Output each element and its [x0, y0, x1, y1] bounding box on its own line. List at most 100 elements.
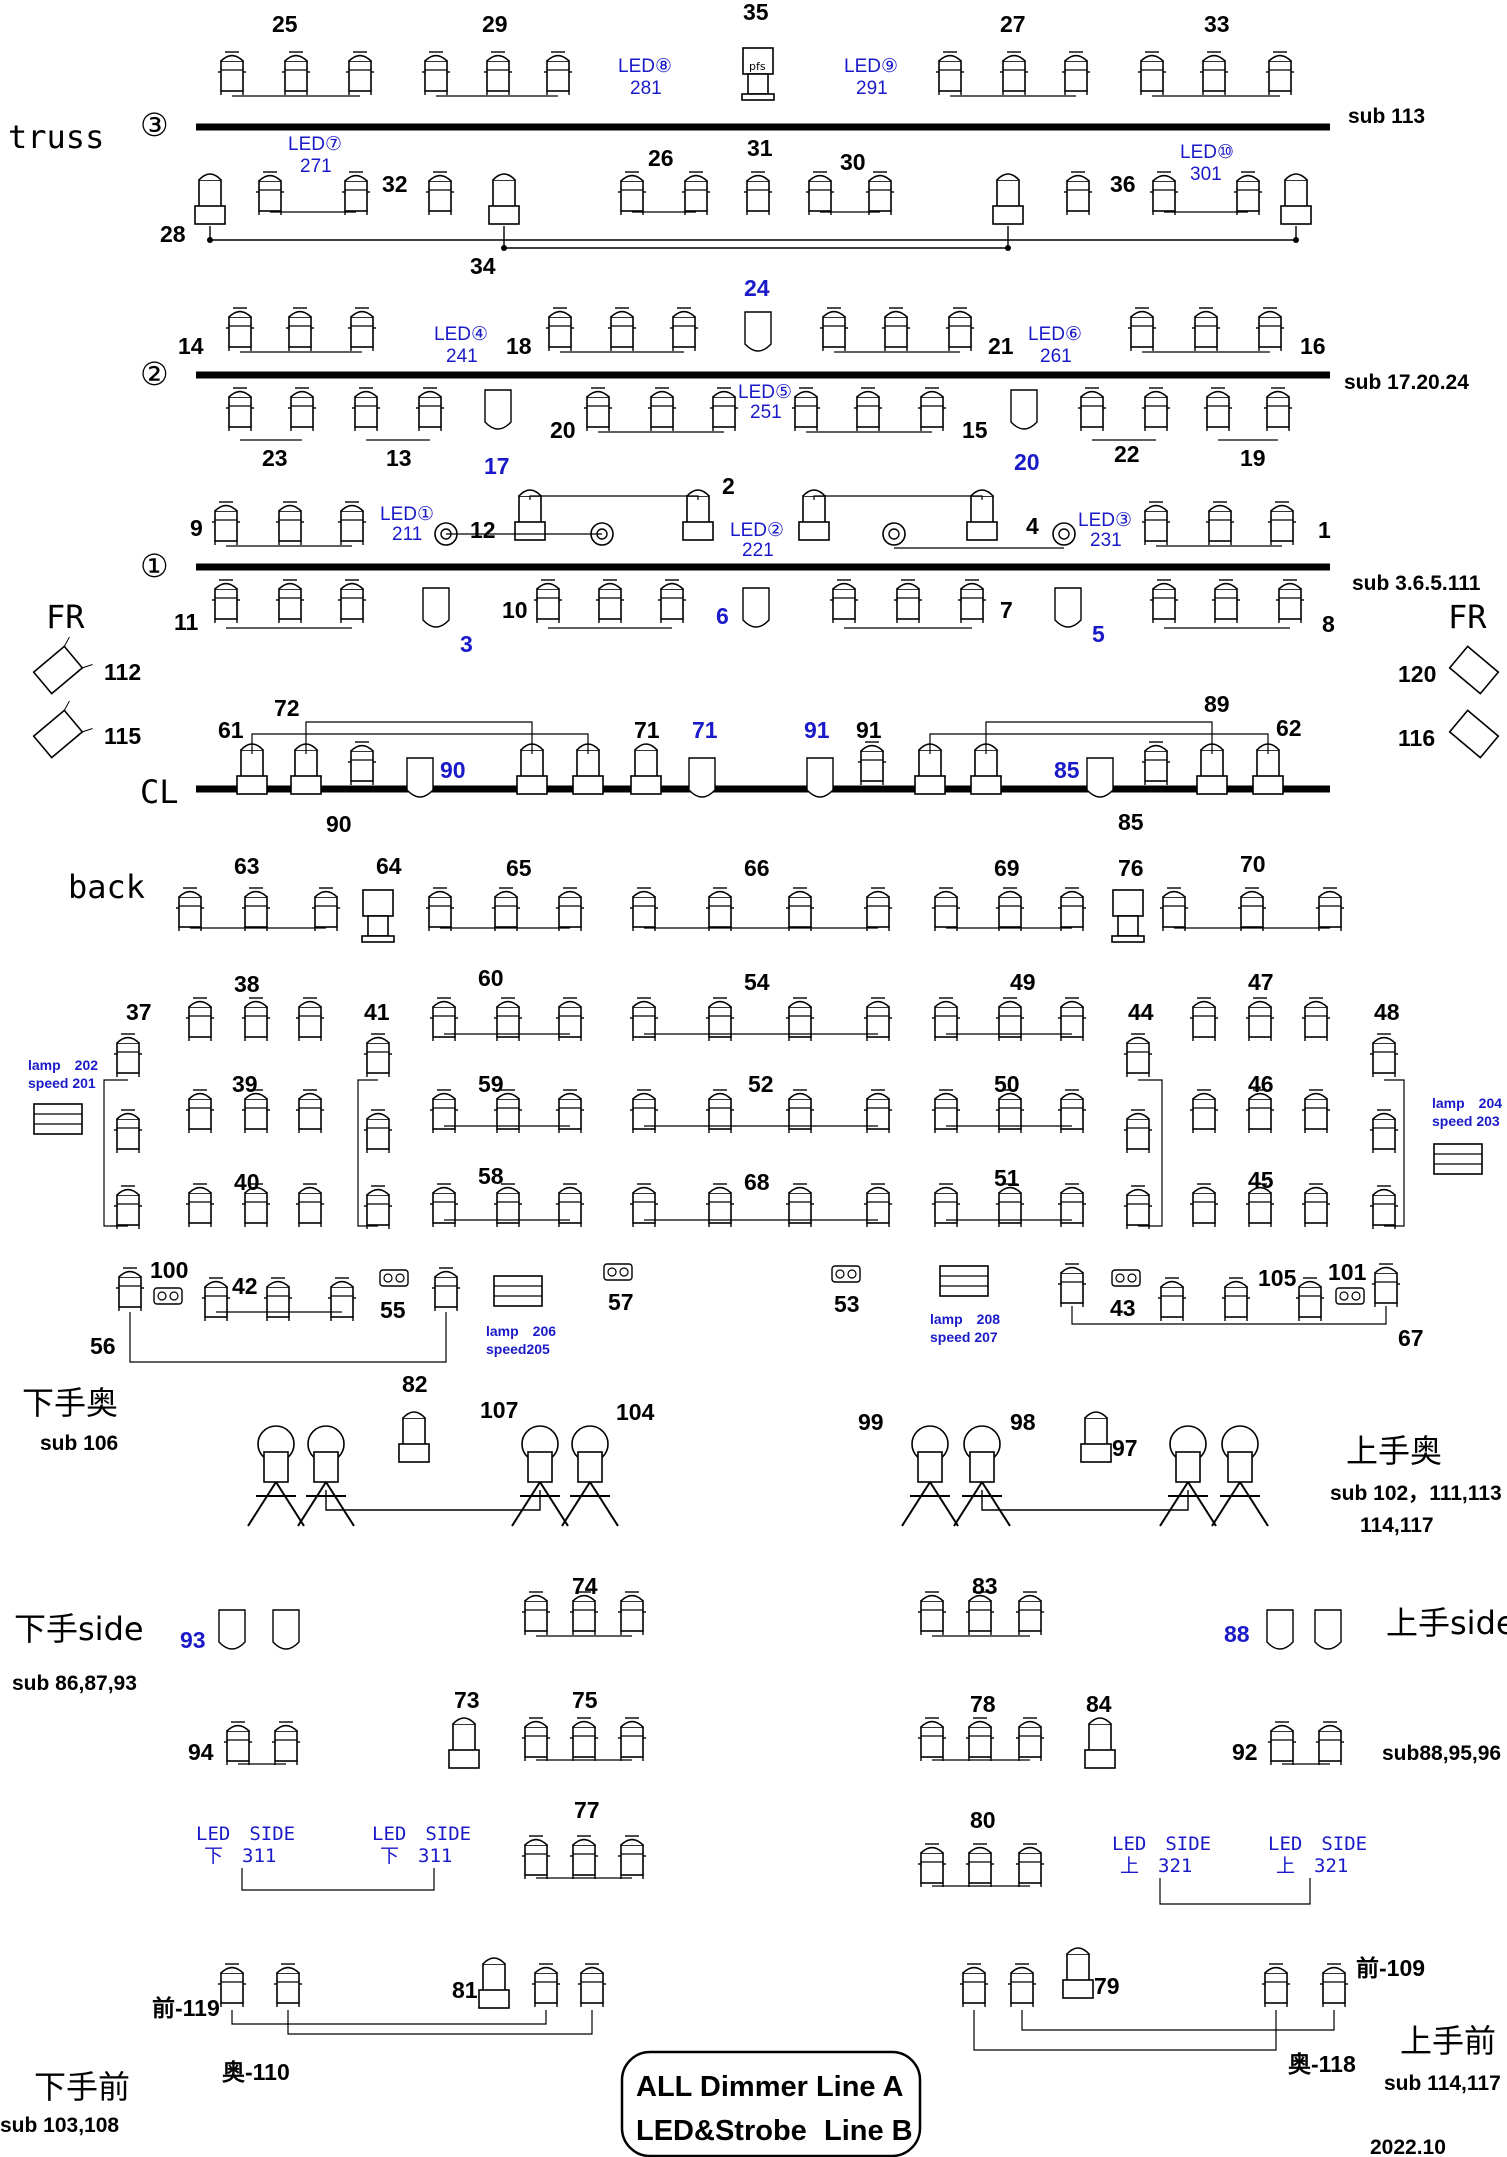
- floor-num-50: 50: [994, 1071, 1020, 1097]
- side-fixtures: [218, 1591, 1345, 1905]
- side-num-94: 94: [188, 1739, 214, 1765]
- led8-label: LED⑧: [618, 56, 672, 77]
- front-right-label: 上手前: [1400, 2022, 1496, 2060]
- cl-num-61: 61: [218, 717, 244, 743]
- led-side-right-b-1: LED SIDE: [1268, 1833, 1367, 1855]
- led1-label: LED①: [380, 504, 434, 525]
- cl-fixtures: [236, 721, 1284, 798]
- truss-num-32: 32: [382, 171, 408, 197]
- truss-label: truss: [8, 118, 104, 156]
- bar2-num-13: 13: [386, 445, 412, 471]
- upstage-left-label: 下手奥: [22, 1384, 118, 1422]
- floor-num-37: 37: [126, 999, 152, 1025]
- led6-label: LED⑥: [1028, 324, 1082, 345]
- bar1-sub: sub 3.6.5.111: [1352, 572, 1481, 595]
- front-right-sub: sub 114,117: [1384, 2072, 1501, 2095]
- floor-num-51: 51: [994, 1165, 1020, 1191]
- truss-num-34: 34: [470, 253, 496, 279]
- bar2-num-21: 21: [988, 333, 1014, 359]
- back-num-63: 63: [234, 853, 260, 879]
- floor-num-101: 101: [1328, 1259, 1367, 1285]
- floor-num-42: 42: [232, 1273, 258, 1299]
- bar2-num-18: 18: [506, 333, 532, 359]
- bar1-num-4: 4: [1026, 513, 1039, 539]
- bar2-num-24: 24: [744, 275, 770, 301]
- floor-num-40: 40: [234, 1169, 260, 1195]
- cl-blue-85: 85: [1054, 757, 1080, 783]
- strip-mid2-speed: speed 207: [930, 1329, 998, 1345]
- cl-num-85: 85: [1118, 809, 1144, 835]
- truss-num-25: 25: [272, 11, 298, 37]
- upstage-right-label: 上手奥: [1346, 1432, 1442, 1470]
- led6-channel: 261: [1040, 346, 1072, 367]
- side-right-label: 上手side: [1386, 1604, 1507, 1642]
- strip-mid2-lamp: lamp 208: [930, 1311, 1000, 1327]
- led4-channel: 241: [446, 346, 478, 367]
- floor-num-105: 105: [1258, 1265, 1297, 1291]
- led2-label: LED②: [730, 520, 784, 541]
- side-num-84: 84: [1086, 1691, 1112, 1717]
- floor-num-44: 44: [1128, 999, 1154, 1025]
- led9-channel: 291: [856, 78, 888, 99]
- bar1-num-12: 12: [470, 517, 496, 543]
- front-left-label: 下手前: [34, 2068, 130, 2106]
- fr-right-label: FR: [1448, 598, 1487, 636]
- cl-blue-91: 91: [804, 717, 830, 743]
- fr-num-116: 116: [1398, 725, 1435, 751]
- strip-mid1-lamp: lamp 206: [486, 1323, 556, 1339]
- upstage-num-107: 107: [480, 1397, 518, 1423]
- floor-num-41: 41: [364, 999, 390, 1025]
- led8-channel: 281: [630, 78, 662, 99]
- bar2-num-15: 15: [962, 417, 988, 443]
- side-blue-93: 93: [180, 1627, 206, 1653]
- cl-blue-71: 71: [692, 717, 718, 743]
- side-num-77: 77: [574, 1797, 600, 1823]
- floor-num-43: 43: [1110, 1295, 1136, 1321]
- led-side-left-a-2: 下 311: [204, 1845, 276, 1867]
- back-num-76: 76: [1118, 855, 1144, 881]
- bar2-sub: sub 17.20.24: [1344, 371, 1469, 394]
- truss-num-35: 35: [743, 0, 769, 25]
- front-left-back: 奥-110: [222, 2059, 290, 2085]
- led3-label: LED③: [1078, 510, 1132, 531]
- bar2-marker: ②: [140, 355, 169, 393]
- cl-num-62: 62: [1276, 715, 1302, 741]
- side-left-sub: sub 86,87,93: [12, 1672, 137, 1695]
- bar1-num-11: 11: [174, 609, 199, 635]
- front-fixtures: [217, 1947, 1349, 2051]
- floor-fixtures: [33, 997, 1483, 1363]
- cl-num-71: 71: [634, 717, 660, 743]
- led5-channel: 251: [750, 402, 782, 423]
- strip-mid1-speed: speed205: [486, 1341, 550, 1357]
- led2-channel: 221: [742, 540, 774, 561]
- floor-num-57: 57: [608, 1289, 634, 1315]
- truss-top-fixtures: [217, 47, 1295, 101]
- legend-line-2a: LED&Strobe: [636, 2115, 807, 2147]
- floor-num-60: 60: [478, 965, 504, 991]
- legend-line-1: ALL Dimmer Line A: [636, 2071, 904, 2103]
- back-num-70: 70: [1240, 851, 1266, 877]
- truss-marker: ③: [140, 106, 169, 144]
- led-side-left-b-1: LED SIDE: [372, 1823, 471, 1845]
- led10-label: LED⑩: [1180, 142, 1234, 163]
- bar1-num-10: 10: [502, 597, 528, 623]
- upstage-num-104: 104: [616, 1399, 655, 1425]
- side-num-73: 73: [454, 1687, 480, 1713]
- truss-num-31: 31: [747, 135, 773, 161]
- led9-label: LED⑨: [844, 56, 898, 77]
- led-side-right-b-2: 上 321: [1276, 1855, 1348, 1877]
- cl-blue-90: 90: [440, 757, 466, 783]
- back-label: back: [68, 868, 145, 906]
- led7-label: LED⑦: [288, 134, 342, 155]
- floor-num-38: 38: [234, 971, 260, 997]
- bar2-num-23: 23: [262, 445, 288, 471]
- bar2-num-20b: 20: [1014, 449, 1040, 475]
- cl-num-90: 90: [326, 811, 352, 837]
- bar1-num-6: 6: [716, 603, 729, 629]
- floor-num-68: 68: [744, 1169, 770, 1195]
- bar1-fixtures: [211, 489, 1305, 629]
- upstage-fixtures: [247, 1411, 1269, 1527]
- bar1-num-5: 5: [1092, 621, 1105, 647]
- bar1-num-9: 9: [190, 515, 203, 541]
- floor-num-54: 54: [744, 969, 770, 995]
